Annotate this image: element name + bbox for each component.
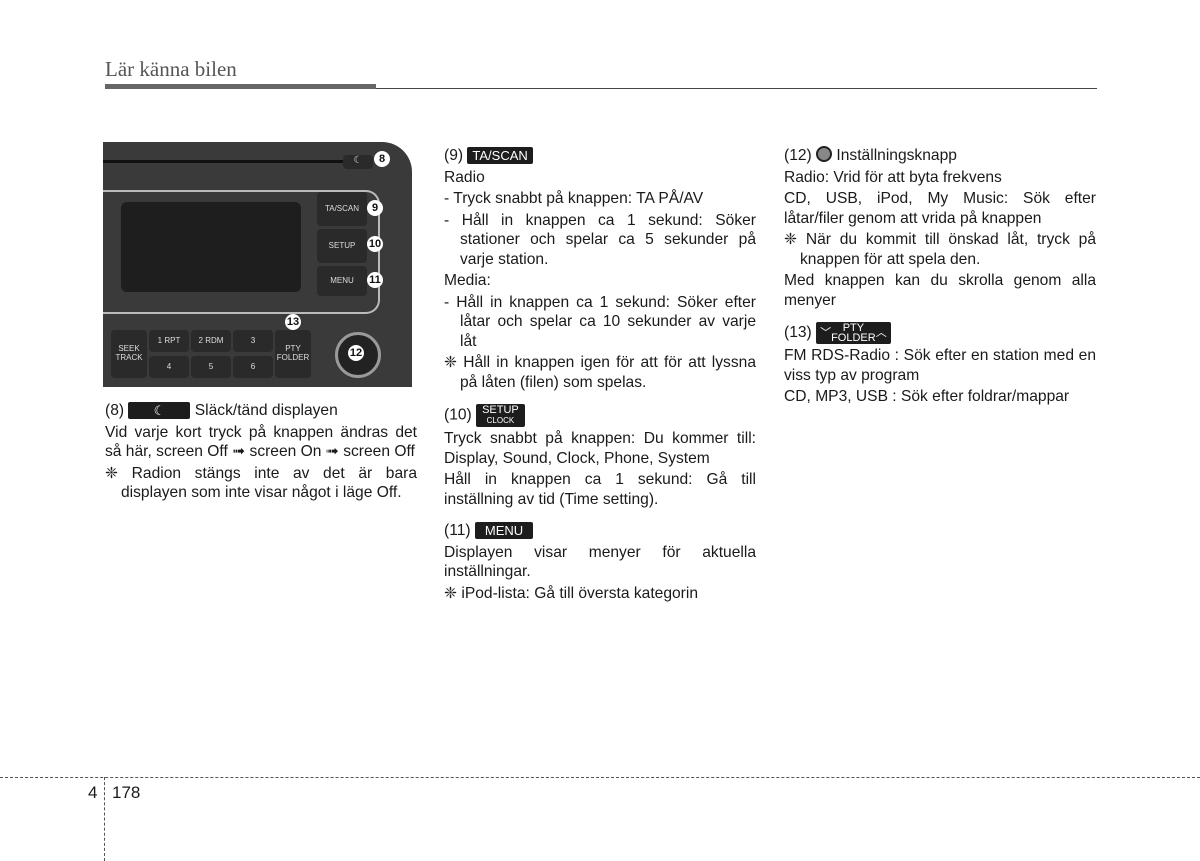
note: ❈ Radion stängs inte av det är bara disp…: [105, 464, 417, 502]
paragraph: CD, USB, iPod, My Music: Sök efter låtar…: [784, 190, 1096, 227]
label: CLOCK: [486, 416, 515, 425]
preset-5: 5: [191, 356, 231, 378]
subheading: Media:: [444, 272, 491, 289]
paragraph: Vid varje kort tryck på knappen ändras d…: [105, 423, 417, 461]
column-3: (12) Inställningsknapp Radio: Vrid för a…: [784, 146, 1096, 409]
paragraph: Tryck snabbt på knappen: Du kommer till:…: [444, 430, 756, 467]
preset-1: 1 RPT: [149, 330, 189, 352]
item-number: (12): [784, 147, 812, 164]
chapter-number: 4: [88, 783, 98, 802]
paragraph: Med knappen kan du skrolla genom alla me…: [784, 272, 1096, 309]
column-1: (8) ☾ Släck/tänd displayen Vid varje kor…: [105, 401, 417, 505]
label: SETUP: [482, 404, 519, 416]
item-number: (8): [105, 402, 125, 419]
footer-rule: [0, 777, 1200, 778]
item-number: (13): [784, 324, 812, 342]
setup-key: SETUP: [317, 229, 367, 263]
paragraph: CD, MP3, USB : Sök efter foldrar/mappar: [784, 388, 1070, 405]
list-item: - Håll in knappen ca 1 sekund: Söker eft…: [444, 293, 756, 350]
ta-scan-key: TA/SCAN: [317, 192, 367, 226]
paragraph: Radio: Vrid för att byta frekvens: [784, 168, 1002, 186]
section-title: Lär känna bilen: [105, 57, 237, 81]
preset-4: 4: [149, 356, 189, 378]
callout-10: 10: [367, 236, 383, 252]
item-number: (10): [444, 406, 472, 424]
item-number: (11): [444, 522, 471, 539]
header-bar: [105, 84, 376, 89]
callout-13: 13: [285, 314, 301, 330]
header-rule: [376, 88, 1097, 89]
display-screen: [121, 202, 301, 292]
preset-2: 2 RDM: [191, 330, 231, 352]
item-title: Släck/tänd displayen: [194, 402, 338, 419]
paragraph: Displayen visar menyer för aktuella inst…: [444, 543, 756, 581]
label: PTY: [842, 322, 865, 334]
knob-icon: [816, 146, 833, 162]
ta-scan-button-icon: TA/SCAN: [467, 147, 533, 165]
subheading: Radio: [444, 168, 485, 186]
radio-panel-image: ☾ 8 TA/SCAN SETUP MENU 9 10 11 SEEK TRAC…: [103, 142, 412, 387]
list-item: - Tryck snabbt på knappen: TA PÅ/AV: [444, 190, 704, 207]
menu-key: MENU: [317, 266, 367, 296]
page-number: 178: [112, 783, 141, 802]
preset-6: 6: [233, 356, 273, 378]
cd-slot: [103, 160, 353, 163]
column-2: (9) TA/SCAN Radio - Tryck snabbt på knap…: [444, 146, 756, 605]
menu-button-icon: MENU: [474, 522, 534, 540]
item-number: (9): [444, 147, 464, 164]
preset-3: 3: [233, 330, 273, 352]
list-item: - Håll in knappen ca 1 sekund: Söker sta…: [444, 211, 756, 268]
paragraph: FM RDS-Radio : Sök efter en station med …: [784, 347, 1096, 384]
display-frame: [103, 190, 380, 314]
label: FOLDER: [831, 332, 876, 344]
note: ❈ Håll in knappen igen för att för att l…: [444, 354, 756, 391]
callout-12: 12: [348, 345, 364, 361]
callout-8: 8: [374, 151, 390, 167]
callout-9: 9: [367, 200, 383, 216]
callout-11: 11: [367, 272, 383, 288]
footer-divider: [104, 777, 105, 861]
note: ❈ iPod-lista: Gå till översta kategorin: [444, 584, 699, 602]
display-button: ☾: [343, 155, 373, 169]
pty-folder-key: PTY FOLDER: [275, 330, 311, 378]
note: ❈ När du kommit till önskad låt, tryck p…: [784, 231, 1096, 268]
item-title: Inställningsknapp: [836, 147, 957, 164]
moon-icon: ☾: [128, 402, 191, 420]
paragraph: Håll in knappen ca 1 sekund: Gå till ins…: [444, 471, 756, 508]
seek-track-key: SEEK TRACK: [111, 330, 147, 378]
